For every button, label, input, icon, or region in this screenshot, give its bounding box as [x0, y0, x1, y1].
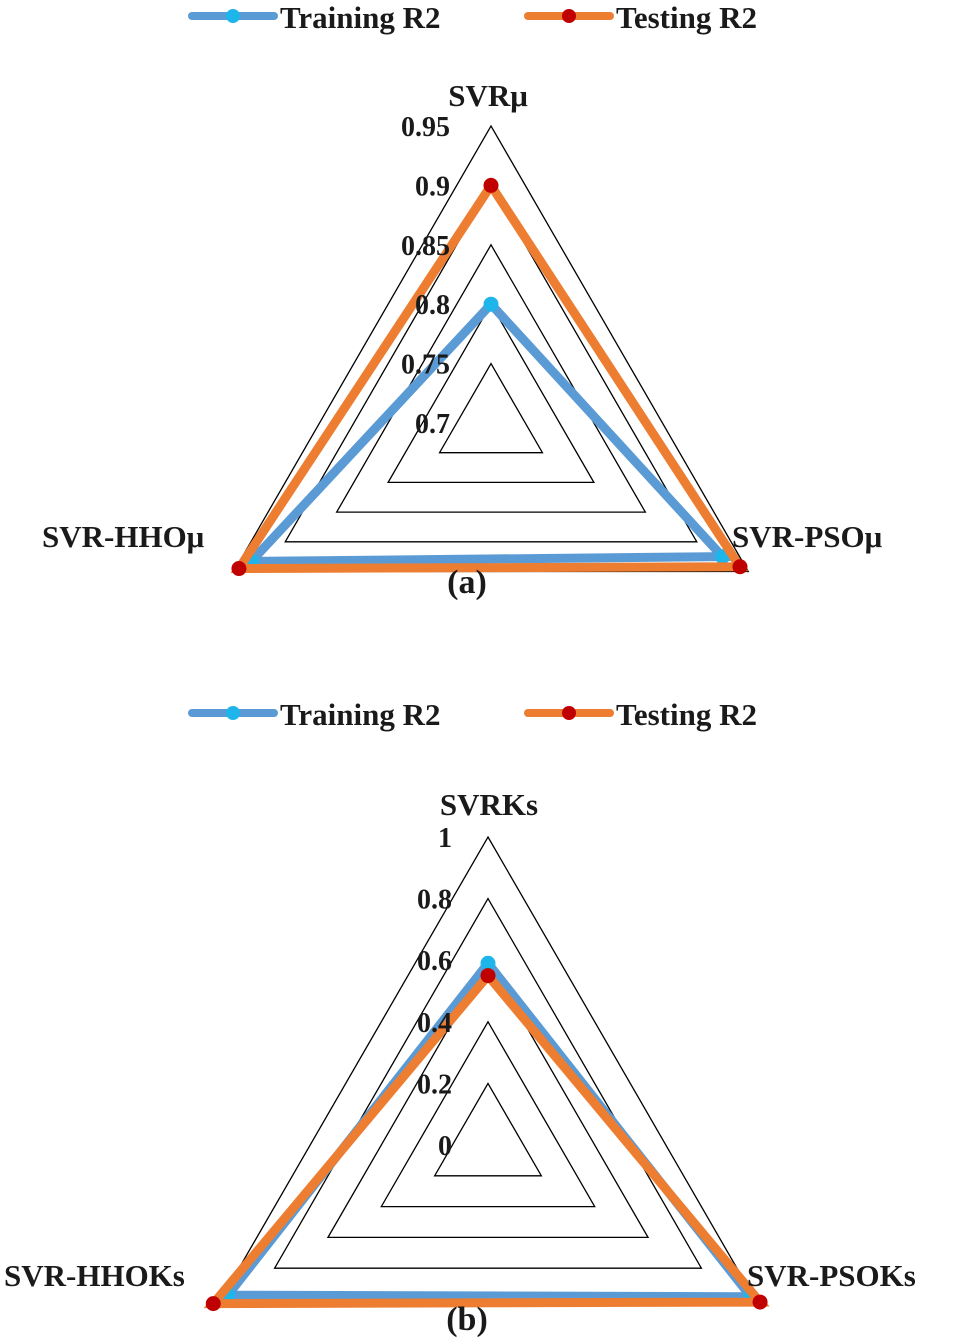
- grid-ring-a: [386, 302, 596, 484]
- axis-label-left-a: SVR-HHOμ: [42, 519, 205, 554]
- training-point-b-0: [480, 955, 496, 971]
- tick-label-a-0: 0.7: [415, 409, 450, 440]
- legend-testing-marker-b: [562, 706, 576, 720]
- training-series-line-a: [240, 297, 733, 567]
- tick-label-a-3: 0.85: [401, 231, 450, 262]
- tick-label-b-0: 0: [438, 1131, 452, 1162]
- testing-series-line-b: [203, 968, 770, 1309]
- legend-a: Training R2 Testing R2: [188, 0, 757, 35]
- tick-label-a-1: 0.75: [401, 350, 450, 381]
- grid-b: [220, 835, 756, 1300]
- grid-ring-a: [438, 362, 544, 454]
- testing-point-a-2: [231, 561, 247, 577]
- grid-ring-a: [335, 243, 647, 513]
- grid-ring-b: [433, 1082, 543, 1177]
- legend-b: Training R2 Testing R2: [188, 697, 757, 732]
- legend-training-marker-a: [226, 9, 240, 23]
- testing-point-b-2: [205, 1296, 221, 1312]
- axis-label-right-b: SVR-PSOKs: [747, 1258, 916, 1293]
- legend-training-label-b: Training R2: [280, 697, 440, 732]
- tick-labels-b: 0 0.2 0.4 0.6 0.8 1: [417, 823, 452, 1162]
- grid-ring-b: [326, 958, 650, 1239]
- tick-label-a-4: 0.9: [415, 171, 450, 202]
- grid-ring-b: [220, 835, 756, 1300]
- testing-point-a-1: [732, 559, 748, 575]
- testing-point-b-1: [752, 1294, 768, 1310]
- training-series-line-b: [218, 955, 761, 1302]
- axis-label-left-b: SVR-HHOKs: [4, 1258, 185, 1293]
- testing-point-a-0: [483, 177, 499, 193]
- panel-label-b: (b): [446, 1301, 488, 1338]
- legend-training-marker-b: [226, 706, 240, 720]
- tick-labels-a: 0.7 0.75 0.8 0.85 0.9 0.95: [401, 112, 450, 440]
- grid-ring-b: [380, 1020, 596, 1208]
- legend-testing-marker-a: [562, 9, 576, 23]
- grid-ring-b: [273, 897, 703, 1269]
- series-a: [230, 177, 749, 577]
- series-b: [203, 955, 770, 1312]
- axis-label-right-a: SVR-PSOμ: [732, 519, 883, 554]
- legend-testing-label-a: Testing R2: [616, 0, 757, 35]
- axis-label-top-a: SVRμ: [448, 78, 528, 113]
- testing-series-line-a: [230, 177, 749, 574]
- tick-label-b-2: 0.4: [417, 1008, 452, 1039]
- radar-chart-a: Training R2 Testing R2 0.7 0.75 0.8 0.85 0.9…: [42, 0, 883, 601]
- tick-label-a-2: 0.8: [415, 290, 450, 321]
- tick-label-b-3: 0.6: [417, 946, 452, 977]
- tick-label-b-1: 0.2: [417, 1069, 452, 1100]
- axis-label-top-b: SVRKs: [440, 787, 538, 822]
- grid-ring-a: [284, 184, 698, 543]
- radar-chart-b: Training R2 Testing R2 0 0.2 0.4 0.6 0.8 1 SV…: [4, 697, 916, 1338]
- tick-label-b-4: 0.8: [417, 885, 452, 916]
- panel-label-a: (a): [447, 564, 487, 601]
- tick-label-a-5: 0.95: [401, 112, 450, 143]
- legend-testing-label-b: Testing R2: [616, 697, 757, 732]
- testing-point-b-0: [480, 968, 496, 984]
- training-point-a-0: [483, 296, 499, 312]
- tick-label-b-5: 1: [438, 823, 452, 854]
- legend-training-label-a: Training R2: [280, 0, 440, 35]
